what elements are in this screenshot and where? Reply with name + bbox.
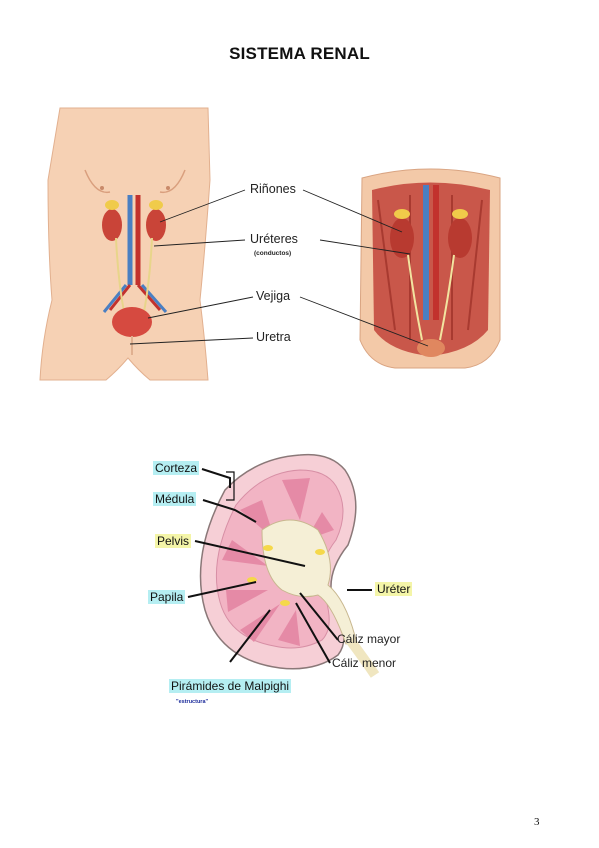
bladder-abdomen: [417, 339, 445, 357]
page-number: 3: [534, 816, 540, 828]
label-vejiga: Vejiga: [256, 289, 291, 303]
label-piramides: Pirámides de Malpighi: [169, 679, 292, 693]
label-rinones: Riñones: [250, 182, 296, 196]
label-pelvis: Pelvis: [155, 534, 192, 548]
page-title: SISTEMA RENAL: [229, 44, 370, 63]
label-corteza: Corteza: [153, 461, 200, 475]
bladder-shape: [112, 307, 152, 337]
label-uretra: Uretra: [256, 330, 291, 344]
label-ureteres-note: (conductos): [254, 250, 292, 257]
label-ureter: Uréter: [375, 582, 413, 596]
kidney-right-shape: [146, 209, 166, 241]
label-medula: Médula: [153, 492, 197, 506]
torso-illustration: [39, 107, 211, 381]
label-caliz-mayor: Cáliz mayor: [337, 632, 401, 646]
kidney-right-abdomen: [448, 218, 472, 258]
label-ureteres: Uréteres: [250, 232, 298, 246]
kidney-left-shape: [102, 209, 122, 241]
leader-lines-top: [129, 189, 429, 347]
leader-lines-kidney: [187, 468, 372, 664]
label-piramides-note: "estructura": [176, 699, 209, 705]
abdomen-illustration: [359, 168, 501, 369]
label-papila: Papila: [148, 590, 186, 604]
kidney-left-abdomen: [390, 218, 414, 258]
label-caliz-menor: Cáliz menor: [332, 656, 397, 670]
